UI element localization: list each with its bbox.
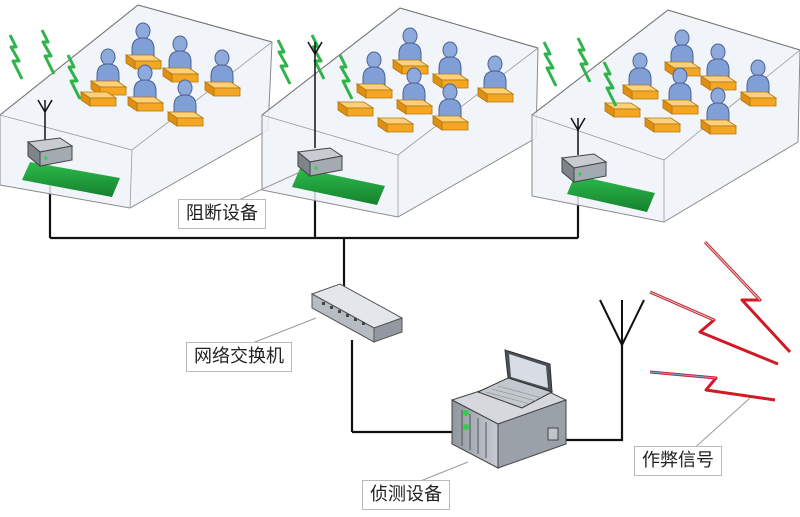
floor-strip [22, 162, 120, 197]
label-leaders [231, 171, 751, 483]
floor-strip [292, 168, 385, 205]
exam-room-3 [531, 9, 800, 223]
blocking-device-1 [26, 99, 74, 168]
blocking-device-3 [560, 117, 608, 184]
blocker-label: 阻断设备 [178, 199, 266, 229]
exam-room-2 [261, 7, 539, 218]
cheat-signal-label: 作弊信号 [634, 446, 722, 476]
switch-label: 网络交换机 [186, 342, 292, 372]
detection-antenna [599, 299, 645, 346]
blocking-device-2 [296, 41, 344, 178]
cheat-signals [649, 240, 792, 402]
detection-device [450, 349, 568, 469]
detector-label: 侦测设备 [362, 480, 450, 510]
network-switch [310, 283, 404, 343]
exam-room-1 [0, 4, 273, 209]
floor-strip [567, 175, 655, 212]
